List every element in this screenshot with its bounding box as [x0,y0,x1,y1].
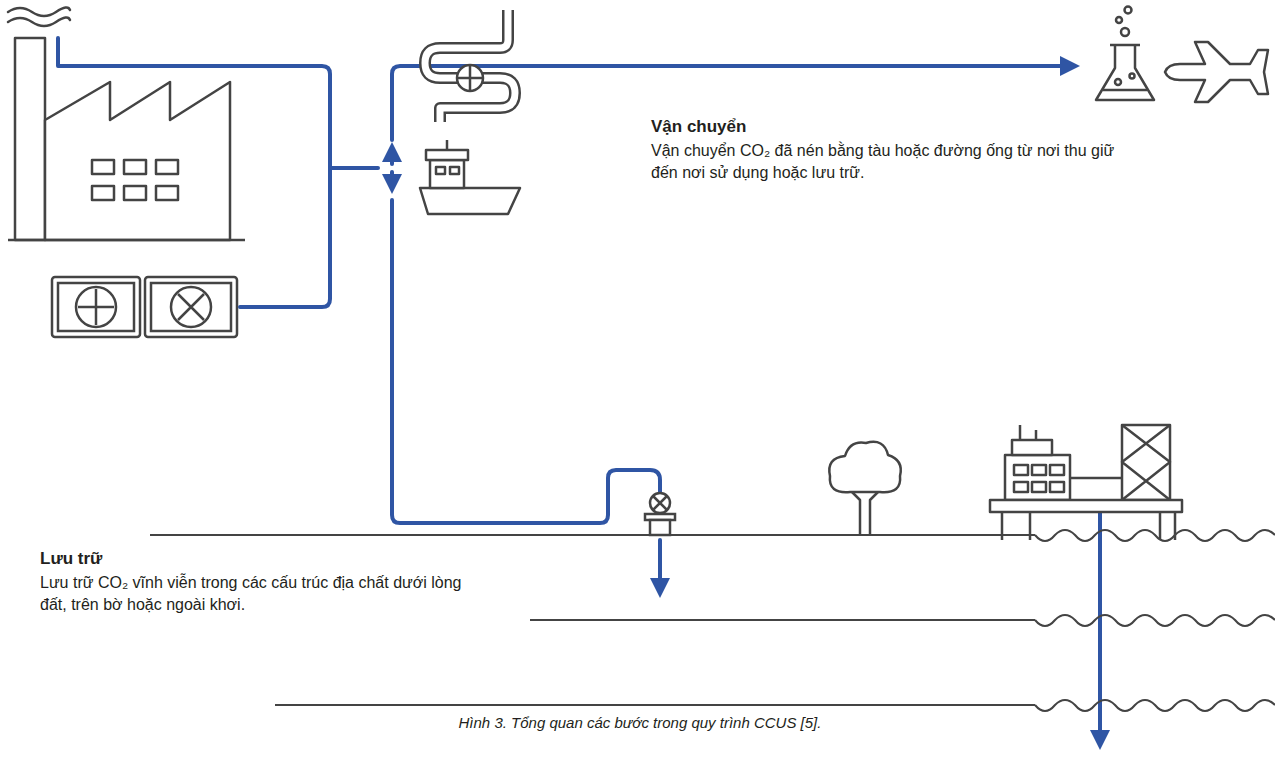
wave-line [1035,700,1275,711]
tree [829,442,900,535]
wave-line [1035,530,1275,541]
figure-caption: Hình 3. Tổng quan các bước trong quy trì… [459,713,822,733]
sea-waves [1035,530,1275,711]
factory [8,38,245,240]
section-body: Vận chuyển CO₂ đã nén bằng tàu hoặc đườn… [651,140,1121,183]
pipeline [425,10,515,122]
wellhead [645,493,675,535]
wave-line [1035,615,1275,626]
ship [420,140,520,214]
smoke [8,7,70,26]
ground-layers [150,535,1035,705]
section-heading: Lưu trữ [40,548,480,571]
products [1096,7,1268,103]
section-heading: Vận chuyển [651,116,1111,139]
fan-units [52,277,237,337]
offshore-rig [990,425,1182,540]
section-body: Lưu trữ CO₂ vĩnh viễn trong các cấu trúc… [40,572,470,615]
